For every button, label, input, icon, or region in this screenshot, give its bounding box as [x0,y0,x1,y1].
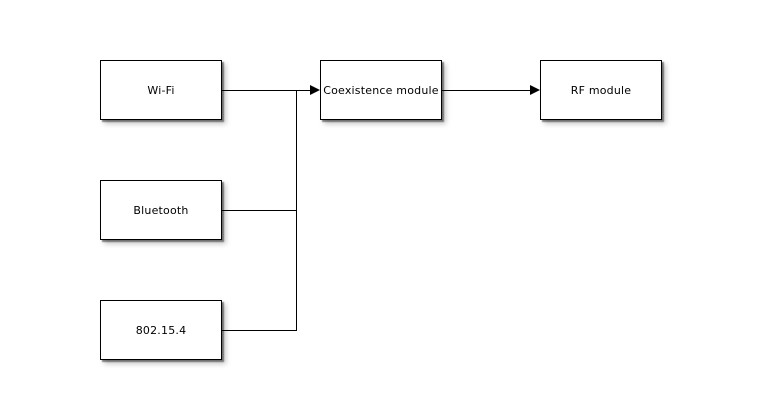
node-rf-module-label: RF module [570,83,632,97]
arrowhead-into-rf [530,85,540,95]
connector-wifi-to-coexistence [222,90,311,91]
node-bluetooth: Bluetooth [100,180,222,240]
node-bluetooth-label: Bluetooth [133,203,189,217]
connector-bluetooth-to-bus [222,210,297,211]
node-802-15-4: 802.15.4 [100,300,222,360]
node-wifi-label: Wi-Fi [147,83,175,97]
node-coexistence-module-label: Coexistence module [323,83,439,97]
connector-coexistence-to-rf [442,90,531,91]
arrowhead-into-coexistence [310,85,320,95]
node-rf-module: RF module [540,60,662,120]
connector-802154-to-bus [222,330,297,331]
node-wifi: Wi-Fi [100,60,222,120]
node-coexistence-module: Coexistence module [320,60,442,120]
node-802-15-4-label: 802.15.4 [135,323,187,337]
